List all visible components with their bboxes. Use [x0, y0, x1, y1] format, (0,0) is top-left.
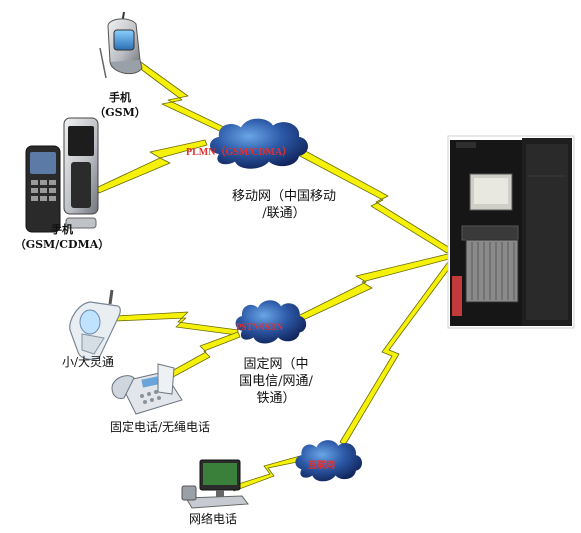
desk-phone-icon [111, 363, 183, 415]
fixed-phone-label: 固定电话/无绳电话 [109, 420, 211, 434]
mobile-network-label-line1: 移动网（中国移动 [231, 189, 336, 204]
internet-cloud-label: 互联网 [308, 460, 336, 470]
fixed-network-label-line3: 铁通） [256, 391, 296, 406]
lightning-phs-to-pstn [114, 311, 239, 336]
computer-icon [181, 459, 249, 509]
gsm-cdma-phone-label-line2: （GSM/CDMA） [14, 238, 110, 251]
gsm-phone-label: 手机 （GSM） [90, 90, 150, 120]
lightning-pstn-to-rack [297, 253, 450, 322]
fixed-network-label-line1: 固定网（中 [243, 357, 309, 372]
fixed-network-label: 固定网（中 国电信/网通/ 铁通） [238, 356, 314, 407]
phs-label: 小/大灵通 [61, 355, 115, 369]
lightning-plmn-to-rack [295, 147, 451, 254]
net-phone-label: 网络电话 [188, 512, 237, 526]
cordless-phone-icon [69, 289, 121, 361]
server-rack-icon [447, 135, 575, 329]
plmn-cloud-label: PLMN（GSM/CDMA） [186, 147, 293, 158]
lightning-cdma-to-plmn [95, 139, 208, 194]
lightning-pc-to-internet [231, 455, 303, 492]
gsm-phone-label-line2: （GSM） [94, 106, 146, 119]
flip-phone-icon [99, 11, 143, 79]
pstn-cloud-label: PSTN/ISDN [236, 322, 284, 332]
gsm-cdma-phone-label: 手机 （GSM/CDMA） [14, 222, 110, 252]
gsm-cdma-phone-label-line1: 手机 [51, 223, 73, 236]
gsm-phone-label-line1: 手机 [109, 91, 131, 104]
lightning-desk-to-pstn [169, 331, 241, 378]
mobile-network-label: 移动网（中国移动 /联通） [226, 188, 342, 222]
slide-phone-icon [25, 117, 99, 233]
mobile-network-label-line2: /联通） [262, 206, 306, 221]
fixed-network-label-line2: 国电信/网通/ [239, 374, 313, 389]
